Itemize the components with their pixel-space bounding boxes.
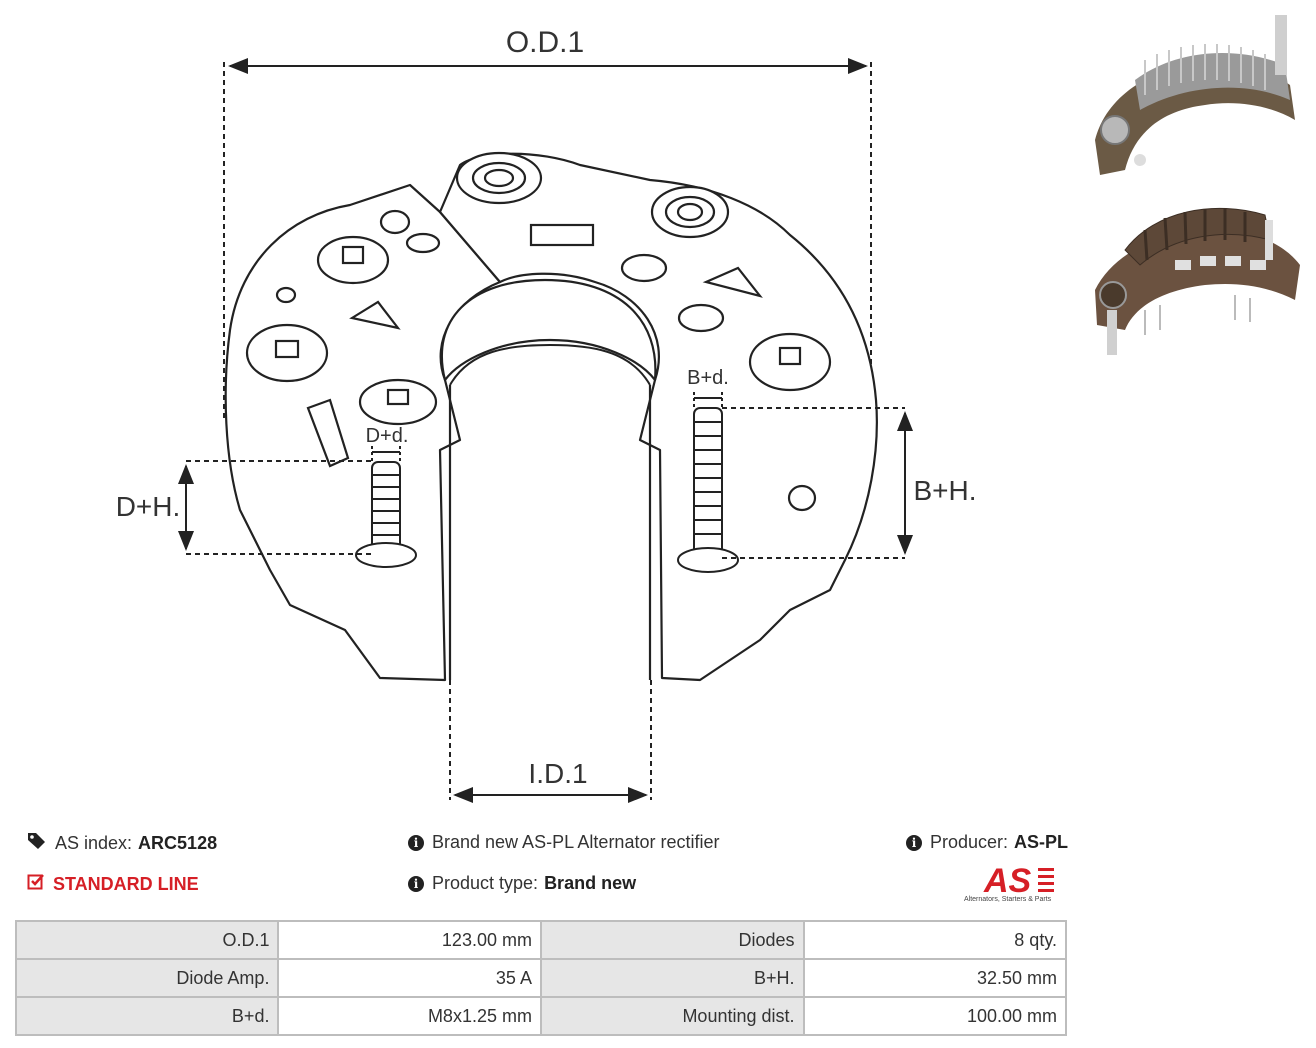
product-type-label: Product type: [432, 873, 539, 893]
as-index-label: AS index: [55, 833, 133, 853]
rectifier-technical-drawing: O.D.1 [116, 26, 977, 803]
logo-tagline: Alternators, Starters & Parts [964, 896, 1052, 903]
product-type-value: Brand new [544, 873, 637, 893]
bh-label: B+H. [913, 475, 976, 506]
b-terminal-bolt [677, 407, 739, 573]
spec-label: B+H. [539, 958, 805, 998]
table-row: O.D.1 123.00 mm Diodes 8 qty. [14, 920, 1067, 960]
dh-dimension [178, 446, 401, 555]
od1-dimension: O.D.1 [223, 26, 872, 420]
spec-value: M8x1.25 mm [277, 996, 542, 1036]
product-photo-bottom [1085, 190, 1310, 365]
spec-label: Diodes [539, 920, 805, 960]
as-pl-logo: AS [960, 862, 1070, 908]
spec-value: 32.50 mm [802, 958, 1067, 998]
info-circle-icon: i [408, 875, 424, 892]
tags-icon [27, 832, 47, 855]
id1-dimension [449, 680, 652, 803]
spec-value: 35 A [277, 958, 542, 998]
center-arch [440, 278, 657, 382]
d-terminal-bolt [355, 461, 417, 568]
spec-value: 8 qty. [802, 920, 1067, 960]
table-row: B+d. M8x1.25 mm Mounting dist. 100.00 mm [14, 996, 1067, 1036]
description-text: Brand new AS-PL Alternator rectifier [432, 832, 720, 852]
producer-row: i Producer: AS-PL [906, 832, 1068, 853]
as-index-row: AS index: ARC5128 [27, 832, 217, 855]
dd-label: D+d. [366, 425, 409, 447]
spec-label: O.D.1 [14, 920, 280, 960]
od1-label: O.D.1 [506, 26, 584, 59]
as-index-value: ARC5128 [138, 833, 218, 853]
producer-value: AS-PL [1014, 832, 1069, 852]
spec-label: B+d. [14, 996, 280, 1036]
standard-line-row: STANDARD LINE [27, 873, 199, 896]
producer-label: Producer: [930, 832, 1009, 852]
description-row: i Brand new AS-PL Alternator rectifier [408, 832, 719, 853]
id1-label: I.D.1 [528, 758, 587, 789]
spec-label: Mounting dist. [539, 996, 805, 1036]
table-row: Diode Amp. 35 A B+H. 32.50 mm [14, 958, 1067, 998]
spec-value: 123.00 mm [277, 920, 542, 960]
product-type-row: i Product type: Brand new [408, 873, 636, 894]
rectifier-right-body [438, 152, 878, 682]
info-circle-icon: i [408, 834, 424, 851]
spec-table: O.D.1 123.00 mm Diodes 8 qty. Diode Amp.… [14, 920, 1067, 1036]
spec-label: Diode Amp. [14, 958, 280, 998]
bd-label: B+d. [687, 367, 729, 389]
standard-line-label: STANDARD LINE [53, 874, 199, 894]
product-photo-top [1085, 10, 1310, 195]
spec-value: 100.00 mm [802, 996, 1067, 1036]
bh-dimension [693, 392, 913, 559]
info-circle-icon: i [906, 834, 922, 851]
dh-label: D+H. [116, 491, 181, 522]
logo-text: AS [983, 862, 1032, 898]
check-square-icon [27, 873, 45, 896]
